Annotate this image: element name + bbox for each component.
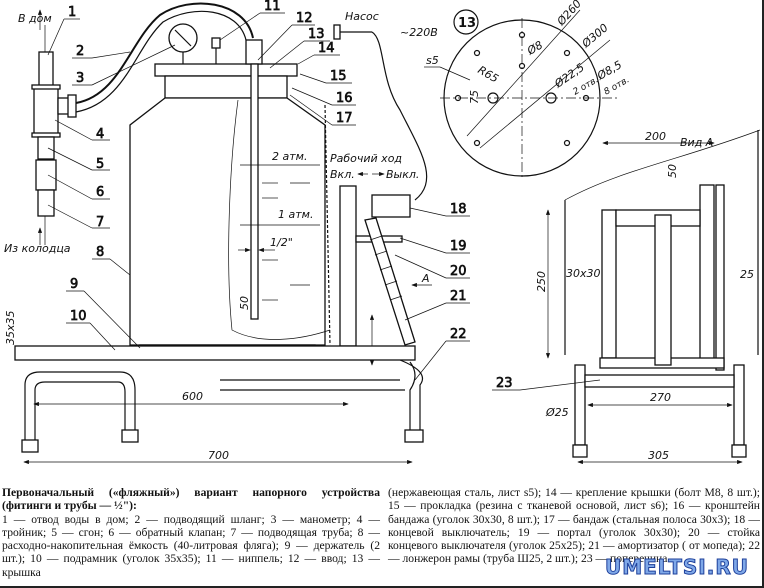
callout-20: 20 xyxy=(450,264,467,279)
callout-16: 16 xyxy=(336,91,353,106)
arrow-a-label: А xyxy=(421,272,430,285)
caption-left-text: 1 — отвод воды в дом; 2 — подводящий шла… xyxy=(2,512,380,579)
dim-d260: Ø260 xyxy=(554,0,584,29)
watermark-logo: UMELTSI.RU xyxy=(605,555,749,580)
caption-right: (нержавеющая сталь, лист s5); 14 — крепл… xyxy=(388,486,760,566)
callout-14: 14 xyxy=(318,41,335,56)
inlet-tube xyxy=(250,63,259,320)
callout-19: 19 xyxy=(450,239,467,254)
dim-d300: Ø300 xyxy=(579,21,611,51)
view-a: Вид А 200 50 250 30x30 25 270 Ø25 305 xyxy=(535,129,761,465)
callout-17: 17 xyxy=(336,111,353,126)
tank: 2 атм. 1 атм. 1/2" 50 xyxy=(129,23,331,356)
dim-600: 600 xyxy=(182,390,203,403)
callout-9: 9 xyxy=(70,277,78,292)
lid-detail: 13 75 Ø8 R65 Ø260 Ø300 Ø22,5 2 отв. Ø8,5… xyxy=(424,0,631,180)
callout-18: 18 xyxy=(450,202,467,217)
dim-35x35: 35x35 xyxy=(4,310,17,345)
inlet-pipe-assembly: В дом Из колодца xyxy=(4,9,77,255)
callout-12: 12 xyxy=(296,11,313,26)
dim-50: 50 xyxy=(666,164,679,178)
callout-6: 6 xyxy=(96,185,104,200)
caption-left: Первоначальный («фляжный») вариант напор… xyxy=(2,486,380,579)
voltage-label: ~220В xyxy=(400,26,438,39)
callout-22: 22 xyxy=(450,327,467,342)
pump-plug xyxy=(333,24,341,40)
dim-200: 200 xyxy=(645,130,666,143)
from-well-label: Из колодца xyxy=(4,242,71,255)
callout-21: 21 xyxy=(450,289,467,304)
callout-3: 3 xyxy=(76,71,84,86)
dim-25: 25 xyxy=(740,268,754,281)
shock-absorber xyxy=(364,217,416,346)
caption-title: Первоначальный («фляжный») вариант напор… xyxy=(2,486,380,513)
callout-8: 8 xyxy=(96,245,104,260)
view-a-shock-absorber xyxy=(654,214,672,366)
callout-5: 5 xyxy=(96,157,104,172)
callout-15: 15 xyxy=(330,69,347,84)
caption-right-text: (нержавеющая сталь, лист s5); 14 — крепл… xyxy=(388,486,760,566)
callouts: 1 2 3 4 5 6 7 8 9 10 11 12 13 14 15 16 1… xyxy=(47,0,601,391)
dim-r65: R65 xyxy=(476,63,501,85)
thickness-label: s5 xyxy=(426,54,439,67)
pressure-2-label: 2 атм. xyxy=(272,150,307,163)
callout-13: 13 xyxy=(308,27,325,42)
callout-4: 4 xyxy=(96,127,104,142)
limit-switch xyxy=(371,194,411,218)
view-a-label: Вид А xyxy=(680,136,713,149)
to-house-label: В дом xyxy=(18,12,52,25)
working-stroke-label: Рабочий ход xyxy=(330,152,402,165)
callout-10: 10 xyxy=(70,309,87,324)
dim-305: 305 xyxy=(648,449,669,462)
pressure-1-label: 1 атм. xyxy=(278,208,313,221)
dim-30x30: 30x30 xyxy=(566,267,601,280)
dim-250: 250 xyxy=(535,271,548,292)
pressure-tank-drawing: В дом Из колодца 2 атм. 1 атм. 1/2" 50 xyxy=(4,0,761,465)
callout-23: 23 xyxy=(496,376,513,391)
off-label: Выкл. xyxy=(386,168,419,181)
dim-50-tube: 50 xyxy=(238,296,251,310)
callout-2: 2 xyxy=(76,44,84,59)
callout-1: 1 xyxy=(68,5,76,20)
on-label: Вкл. xyxy=(330,168,355,181)
dim-700: 700 xyxy=(208,449,229,462)
pipe-size-label: 1/2" xyxy=(270,236,293,249)
portal: А xyxy=(339,185,432,366)
dim-d25: Ø25 xyxy=(545,406,569,419)
nipple xyxy=(211,37,221,49)
callout-11: 11 xyxy=(264,0,281,14)
callout-7: 7 xyxy=(96,215,104,230)
detail-13-badge: 13 xyxy=(458,16,476,31)
dim-270: 270 xyxy=(650,391,671,404)
dim-d8: Ø8 xyxy=(524,39,545,59)
supply-hose xyxy=(75,2,254,104)
dim-75: 75 xyxy=(468,90,481,104)
pump-label: Насос xyxy=(345,10,379,23)
